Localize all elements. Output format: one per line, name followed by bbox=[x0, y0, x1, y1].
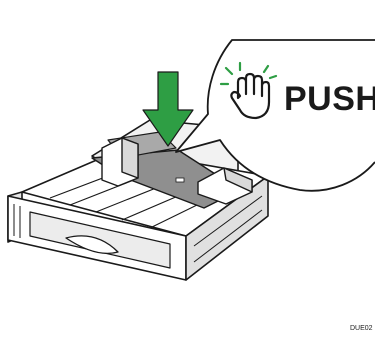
tray-front-ribs bbox=[13, 204, 21, 238]
tray-right-wall-detail bbox=[193, 195, 263, 263]
callout-outline bbox=[175, 39, 375, 192]
motion-lines bbox=[219, 61, 278, 86]
push-down-arrow bbox=[142, 71, 194, 147]
right-side-fence-shade bbox=[223, 167, 253, 193]
guide-slot bbox=[175, 177, 185, 183]
tray-handle[interactable] bbox=[65, 235, 119, 255]
figure-code: DUE02 bbox=[350, 325, 373, 332]
arrow-shape bbox=[142, 71, 194, 147]
callout-bubble bbox=[175, 39, 375, 192]
side-fences bbox=[101, 137, 253, 205]
left-side-fence-shade bbox=[121, 137, 139, 179]
hand-outline bbox=[230, 72, 271, 120]
push-label: PUSH bbox=[284, 80, 375, 118]
hand-push-icon bbox=[219, 61, 278, 120]
